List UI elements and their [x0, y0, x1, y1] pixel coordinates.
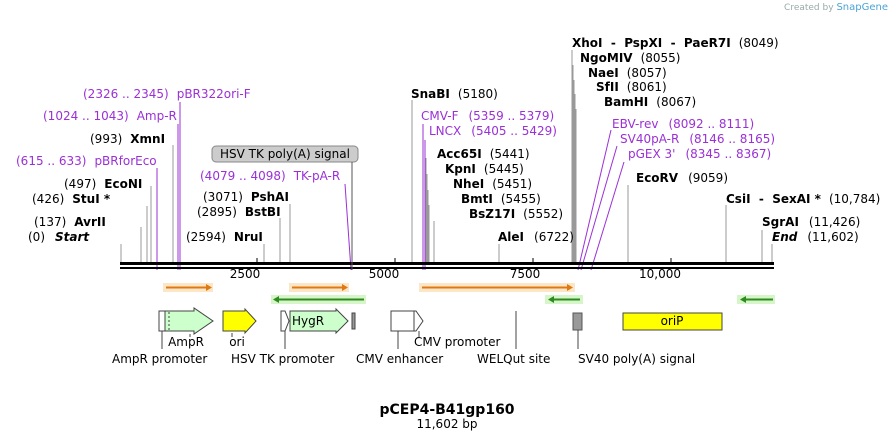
credit-brand: SnapGene	[836, 2, 888, 13]
ruler-ticks	[256, 258, 672, 262]
credit-prefix: Created by	[784, 3, 834, 13]
primer-tk-pa-r: (4079 .. 4098)TK-pA-R	[200, 169, 340, 183]
plasmid-title: pCEP4-B41gp160	[379, 402, 514, 418]
site-bmti: BmtI(5455)	[461, 192, 541, 206]
primer-lncx: LNCX(5405 .. 5429)	[429, 124, 557, 138]
site-sfii: SfII(8061)	[596, 80, 667, 94]
hsv-tk-promoter-label: HSV TK promoter	[231, 352, 334, 366]
ori-feature	[222, 307, 257, 335]
site-sgrai: SgrAI(11,426)	[762, 215, 860, 229]
site-snabi: SnaBI(5180)	[411, 87, 498, 101]
site-ngomiv: NgoMIV(8055)	[580, 51, 680, 65]
orip-feature	[622, 312, 723, 331]
orip-label: oriP	[661, 314, 684, 328]
ori-label: ori	[229, 335, 245, 349]
reverse-primer-arrow	[737, 295, 775, 304]
callout-box	[211, 145, 359, 163]
sv40-polya-label: SV40 poly(A) signal	[578, 352, 695, 366]
site-stui: (426)StuI *	[32, 192, 111, 206]
cmv-promoter-label: CMV promoter	[414, 335, 501, 349]
site-nrui: (2594)NruI	[186, 230, 263, 244]
ruler-tick-label: 2500	[230, 267, 261, 281]
site-pshai: (3071)PshAI	[203, 190, 289, 204]
site-bstbi: (2895)BstBI	[197, 205, 281, 219]
reverse-primer-arrow	[271, 295, 366, 304]
site-econi: (497)EcoNI	[64, 177, 142, 191]
ruler-tick-label: 10,000	[639, 267, 681, 281]
site-csii-sexai: CsiI - SexAI *(10,784)	[726, 192, 880, 206]
site-leaders	[120, 50, 773, 262]
backbone-bottom-strand	[120, 267, 774, 269]
hsv-tk-polya-feature	[351, 312, 356, 330]
site-end: End(11,602)	[772, 230, 859, 244]
site-bsz17i: BsZ17I(5552)	[469, 207, 563, 221]
primer-sv40pa-r: SV40pA-R(8146 .. 8165)	[620, 132, 775, 146]
forward-primer-arrow	[163, 283, 213, 292]
hsv-tk-promoter-feature	[280, 310, 290, 332]
site-acc65i: Acc65I(5441)	[437, 147, 530, 161]
site-naei: NaeI(8057)	[588, 66, 667, 80]
primer-pbrforeco: (615 .. 633)pBRforEco	[16, 154, 157, 168]
hygr-feature	[289, 307, 349, 335]
ruler-tick-label: 7500	[510, 267, 541, 281]
site-bamhi: BamHI(8067)	[604, 95, 696, 109]
welqut-site-label: WELQut site	[477, 352, 550, 366]
ampr-promoter-label: AmpR promoter	[112, 352, 207, 366]
hygr-label: HygR	[292, 314, 324, 328]
primer-cmv-f: CMV-F(5359 .. 5379)	[421, 109, 554, 123]
ruler-tick-label: 5000	[369, 267, 400, 281]
feature-leaders	[161, 330, 579, 349]
credit-snapgene: Created by SnapGene	[784, 2, 888, 13]
plasmid-length: 11,602 bp	[416, 417, 477, 431]
sv40-polya-feature	[572, 312, 583, 331]
forward-primer-arrow	[289, 283, 349, 292]
cmv-enhancer-label: CMV enhancer	[356, 352, 443, 366]
site-avrii: (137)AvrII	[34, 215, 106, 229]
ampr-feature	[164, 307, 214, 335]
ampr-promoter-feature	[158, 310, 166, 332]
ampr-label: AmpR	[168, 335, 204, 349]
primer-amp-r: (1024 .. 1043)Amp-R	[43, 109, 177, 123]
primer-pbr322ori-f: (2326 .. 2345)pBR322ori-F	[83, 87, 251, 101]
site-xhoi-pspxi-paer7i: XhoI - PspXI - PaeR7I(8049)	[572, 36, 779, 50]
forward-primer-arrow	[419, 283, 575, 292]
ruler-labels: 2500 5000 7500 10,000	[230, 267, 681, 281]
callout-hsv-tk-polya: HSV TK poly(A) signal	[220, 147, 350, 161]
primer-pgex3: pGEX 3'(8345 .. 8367)	[628, 147, 771, 161]
cmv-enhancer-feature	[390, 310, 424, 332]
features: HygR oriP	[158, 307, 723, 335]
site-ecorv: EcoRV(9059)	[636, 171, 728, 185]
site-alei: AleI(6722)	[498, 230, 574, 244]
primer-arrows	[163, 283, 775, 304]
site-xmni: (993)XmnI	[90, 132, 165, 146]
site-kpni: KpnI(5445)	[445, 162, 524, 176]
site-start: (0)Start	[28, 230, 90, 244]
primer-leaders	[156, 102, 625, 271]
site-nhei: NheI(5451)	[453, 177, 532, 191]
backbone-top-strand	[120, 262, 774, 265]
reverse-primer-arrow	[545, 295, 583, 304]
primer-ebv-rev: EBV-rev(8092 .. 8111)	[612, 117, 754, 131]
